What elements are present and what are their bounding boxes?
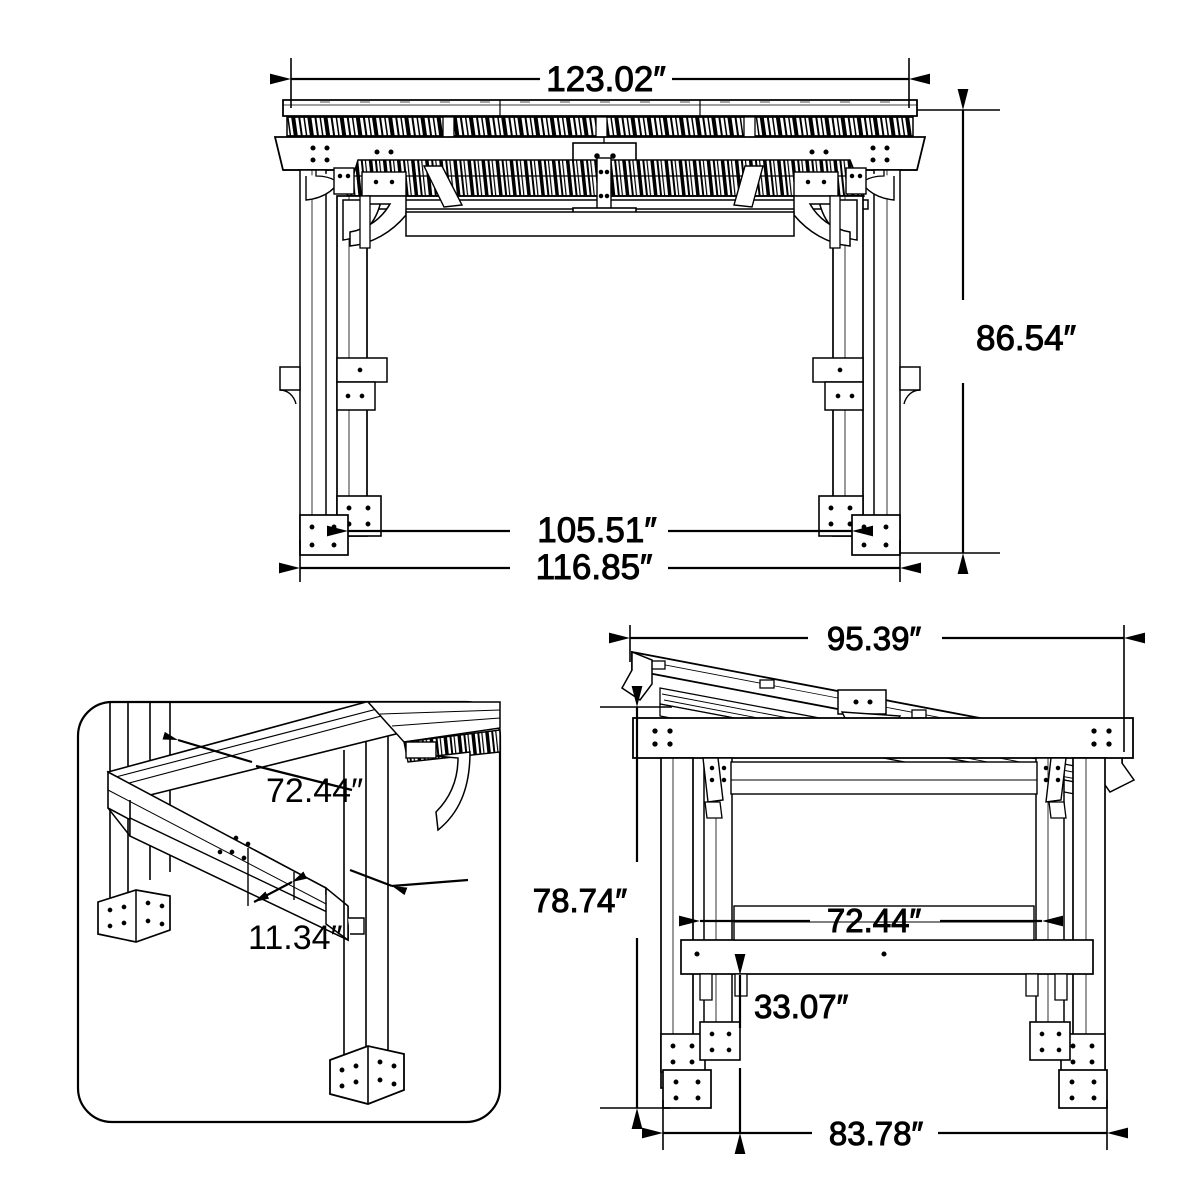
side-upper-cross-rail	[730, 761, 1038, 795]
detail-post-right	[329, 736, 405, 1105]
front-corner-brace-right	[793, 167, 895, 249]
dim-label-side-inner-span: 72.44″	[827, 902, 922, 939]
front-view-dimensions: 123.02″ 86.54″ 105.51″ 116.85″	[270, 58, 1076, 588]
dim-leader-1134-detail	[247, 848, 308, 906]
side-lower-rail	[680, 905, 1094, 975]
dim-label-side-base-span: 83.78″	[829, 1115, 924, 1152]
dim-label-front-post-inner-span: 105.51″	[537, 511, 656, 550]
dim-label-detail-beam-length: 72.44″	[266, 772, 363, 810]
side-center-plate	[837, 689, 887, 715]
front-upper-louver-band	[286, 116, 914, 140]
front-corner-brace-left	[305, 167, 407, 249]
dim-label-front-post-outer-span: 116.85″	[536, 548, 653, 587]
side-brace-right	[1043, 757, 1067, 819]
dim-label-side-roof-width: 95.39″	[827, 620, 922, 657]
dim-label-side-lower-rail-height: 33.07″	[754, 988, 849, 1025]
front-inner-louver-band	[342, 157, 869, 235]
detail-roof-fragment	[366, 701, 501, 832]
front-post-left	[299, 195, 388, 556]
side-brace-left	[702, 757, 727, 819]
dim-label-detail-beam-depth: 11.34″	[248, 919, 343, 957]
dim-label-front-overall-width: 123.02″	[546, 60, 665, 99]
dim-label-side-overall-height: 78.74″	[533, 882, 628, 919]
front-rear-post-left	[279, 169, 327, 549]
side-view-dimensions: 95.39″ 78.74″ 72.44″ 33.07″ 83.78″	[532, 620, 1145, 1154]
dim-leader-72-detail	[162, 731, 469, 896]
front-roof-cap	[282, 99, 918, 117]
side-post-front-right	[1058, 757, 1108, 1109]
front-tie-beam	[405, 211, 795, 237]
beam-detail-inset-view: 72.44″ 11.34″	[76, 700, 502, 1124]
front-rear-post-right	[873, 169, 921, 549]
dim-label-front-overall-height: 86.54″	[976, 319, 1076, 358]
detail-beam-assembly	[106, 701, 421, 942]
side-header-beam	[632, 717, 1134, 759]
